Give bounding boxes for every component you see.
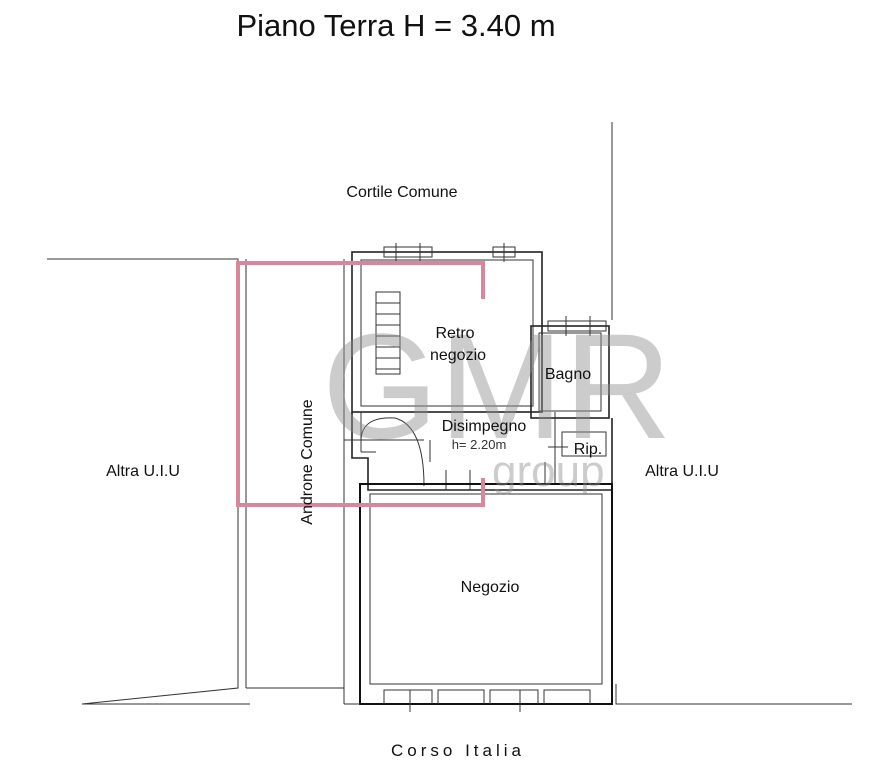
bagno-window: [547, 316, 607, 336]
negozio-inner-wall: [369, 493, 603, 685]
altra-uiu-left-label: Altra U.I.U: [106, 463, 180, 480]
androne-comune-label: Androne Comune: [299, 399, 316, 525]
bagno-walls: [530, 316, 610, 419]
altra-uiu-right-label: Altra U.I.U: [645, 463, 719, 480]
retro-negozio-label-line1: Retro: [435, 325, 474, 342]
ripostiglio-label: Rip.: [574, 441, 602, 458]
storefront-windows: [383, 689, 591, 712]
retro-negozio-label-line2: negozio: [430, 347, 486, 364]
disimpegno-height-label: h= 2.20m: [452, 437, 507, 452]
neighbour-boundaries: [47, 122, 852, 705]
staircase-icon: [375, 291, 401, 375]
highlighted-unit-outline: [236, 261, 485, 507]
negozio-walls: [343, 483, 613, 712]
retro-inner-wall: [360, 259, 534, 407]
watermark-main: GMR: [322, 302, 672, 470]
disimpegno-walls: [344, 412, 613, 491]
bagno-label: Bagno: [545, 366, 591, 383]
negozio-label: Negozio: [461, 579, 520, 596]
ripostiglio-box: [561, 431, 607, 457]
disimpegno-outer-wall: [351, 412, 613, 491]
retro-negozio-walls: [351, 243, 543, 413]
androne-door-swing-icon: [360, 417, 425, 487]
plan-title: Piano Terra H = 3.40 m: [236, 8, 555, 43]
cortile-comune-label: Cortile Comune: [346, 184, 457, 201]
right-neighbour-boundary-bottom: [615, 684, 852, 705]
top-window-right: [492, 243, 516, 262]
left-neighbour-boundary: [47, 258, 250, 705]
negozio-outer-wall: [359, 483, 613, 705]
top-window-left: [383, 243, 433, 262]
watermark-sub: group: [492, 447, 605, 496]
retro-outer-wall: [351, 251, 543, 413]
bagno-inner-wall: [538, 332, 602, 412]
gmr-watermark: GMR group: [322, 302, 672, 496]
corso-italia-label: Corso Italia: [391, 741, 525, 760]
androne-walls: [246, 259, 345, 689]
highlight-outline: [236, 261, 485, 507]
bagno-outer-wall: [530, 325, 610, 419]
disimpegno-label: Disimpegno: [442, 418, 527, 435]
